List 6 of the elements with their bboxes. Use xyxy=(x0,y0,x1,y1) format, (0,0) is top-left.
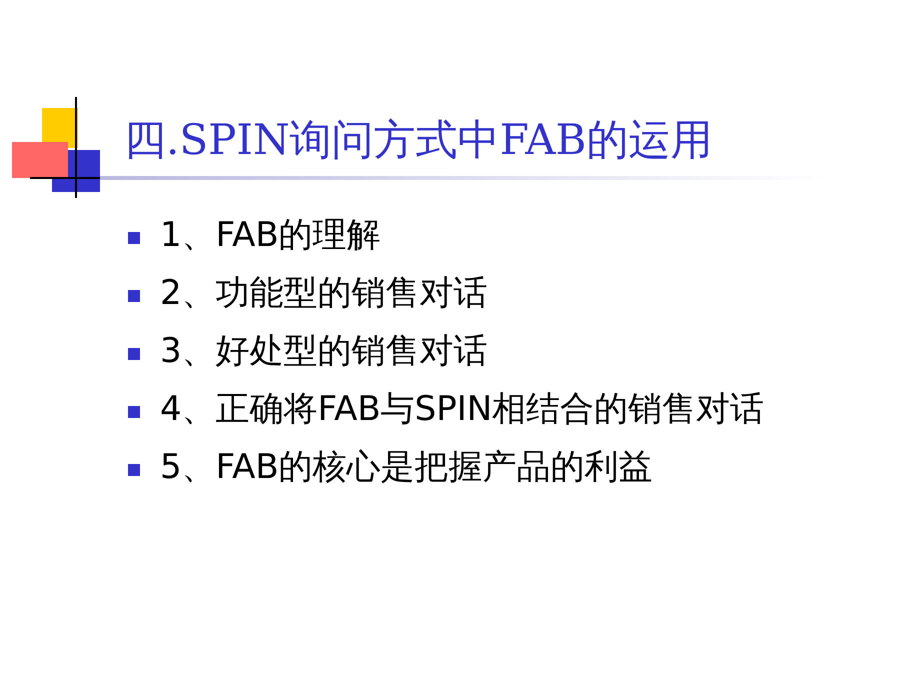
bullet-text: 2、功能型的销售对话 xyxy=(160,272,488,315)
slide-title: 四.SPIN询问方式中FAB的运用 xyxy=(124,114,712,166)
bullet-text: 1、FAB的理解 xyxy=(160,214,381,257)
bullet-text: 3、好处型的销售对话 xyxy=(160,330,488,373)
bullet-text: 4、正确将FAB与SPIN相结合的销售对话 xyxy=(160,388,764,431)
bullet-text: 5、FAB的核心是把握产品的利益 xyxy=(160,446,653,489)
